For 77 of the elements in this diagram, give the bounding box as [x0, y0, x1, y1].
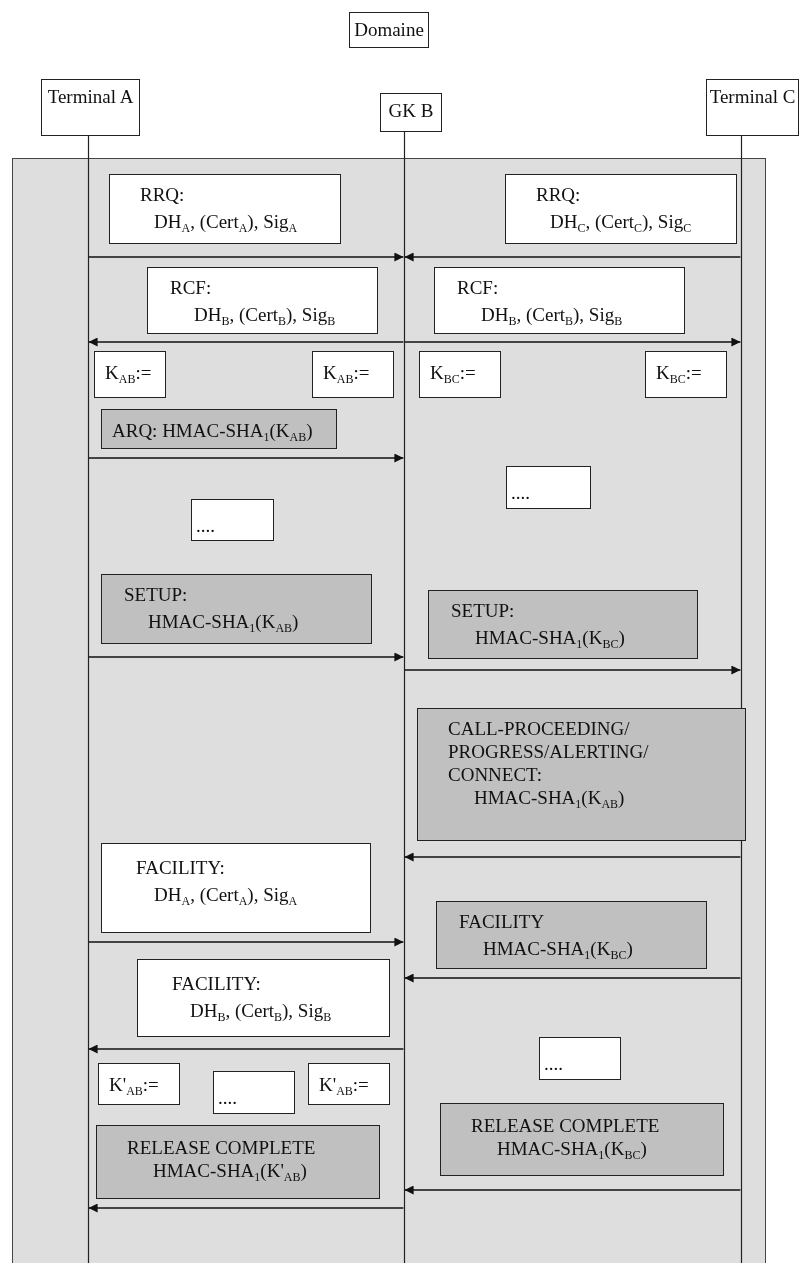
message-label: SETUP: — [123, 583, 189, 606]
message-box — [101, 843, 371, 933]
message-label: FACILITY — [458, 910, 546, 933]
key-box — [308, 1063, 390, 1105]
message-arrow — [87, 652, 405, 662]
message-parameters: DH$_{A}$, (Cert$_{A}$), Sig$_{A}$ — [153, 883, 299, 906]
ellipsis-box — [191, 499, 274, 541]
message-box — [147, 267, 378, 334]
message-label: SETUP: — [450, 599, 516, 622]
message-label: RELEASE COMPLETE — [126, 1136, 317, 1159]
message-arrow — [87, 1203, 405, 1213]
ellipsis-box — [539, 1037, 621, 1080]
message-box — [505, 174, 737, 244]
participant-box — [349, 12, 429, 48]
message-parameters: HMAC-SHA$_{1}$(K$_{AB}$) — [147, 610, 300, 633]
message-arrow — [87, 453, 405, 463]
message-parameters: DH$_{B}$, (Cert$_{B}$), Sig$_{B}$ — [189, 999, 333, 1022]
ellipsis-box — [213, 1071, 295, 1114]
message-parameters: HMAC-SHA$_{1}$(K$_{BC}$) — [474, 626, 626, 649]
message-parameters: HMAC-SHA$_{1}$(K$_{AB}$) — [473, 786, 626, 809]
message-box — [440, 1103, 724, 1176]
message-arrow — [403, 665, 742, 675]
message-arrow — [403, 337, 742, 347]
message-label: K$_{AB}$:= — [104, 361, 153, 384]
message-box — [436, 901, 707, 969]
key-box — [419, 351, 501, 398]
message-parameters: HMAC-SHA$_{1}$(K'$_{AB}$) — [152, 1159, 308, 1182]
participant-label: Terminal A — [46, 85, 135, 108]
key-box — [94, 351, 166, 398]
message-parameters: DH$_{B}$, (Cert$_{B}$), Sig$_{B}$ — [193, 303, 337, 326]
message-arrow — [403, 852, 742, 862]
message-label: .... — [543, 1052, 564, 1075]
message-label: K'$_{AB}$:= — [108, 1073, 160, 1096]
message-label: RRQ: — [535, 183, 582, 206]
message-arrow — [87, 937, 405, 947]
message-parameters: DH$_{B}$, (Cert$_{B}$), Sig$_{B}$ — [480, 303, 624, 326]
message-label: K$_{BC}$:= — [655, 361, 703, 384]
message-label: RCF: — [169, 276, 213, 299]
message-parameters: HMAC-SHA$_{1}$(K$_{BC}$) — [496, 1137, 648, 1160]
message-label: CALL-PROCEEDING/ PROGRESS/ALERTING/ CONNECT: — [447, 717, 650, 786]
participant-label: Terminal C — [708, 85, 797, 108]
message-box — [428, 590, 698, 659]
message-label: K'$_{AB}$:= — [318, 1073, 370, 1096]
message-box — [137, 959, 390, 1037]
message-label: FACILITY: — [135, 856, 226, 879]
message-box — [101, 574, 372, 644]
domain-panel — [12, 158, 766, 1263]
key-box — [312, 351, 394, 398]
message-box — [417, 708, 746, 841]
message-label: RCF: — [456, 276, 500, 299]
message-label: ARQ: HMAC-SHA$_{1}$(K$_{AB}$) — [111, 419, 314, 442]
message-parameters: DH$_{A}$, (Cert$_{A}$), Sig$_{A}$ — [153, 210, 299, 233]
message-box — [434, 267, 685, 334]
message-box — [96, 1125, 380, 1199]
message-label: RRQ: — [139, 183, 186, 206]
message-parameters: HMAC-SHA$_{1}$(K$_{BC}$) — [482, 937, 634, 960]
message-label: .... — [195, 514, 216, 537]
message-arrow — [87, 252, 405, 262]
key-box — [645, 351, 727, 398]
message-label: .... — [217, 1086, 238, 1109]
message-label: .... — [510, 481, 531, 504]
message-label: FACILITY: — [171, 972, 262, 995]
message-arrow — [403, 1185, 742, 1195]
key-box — [98, 1063, 180, 1105]
participant-label: Domaine — [353, 18, 425, 41]
message-arrow — [403, 252, 742, 262]
message-label: K$_{AB}$:= — [322, 361, 371, 384]
message-arrow — [403, 973, 742, 983]
ellipsis-box — [506, 466, 591, 509]
message-parameters: DH$_{C}$, (Cert$_{C}$), Sig$_{C}$ — [549, 210, 693, 233]
message-box — [109, 174, 341, 244]
key-box — [101, 409, 337, 449]
message-label: K$_{BC}$:= — [429, 361, 477, 384]
message-arrow — [87, 1044, 405, 1054]
participant-label: GK B — [387, 99, 435, 122]
message-arrow — [87, 337, 405, 347]
message-label: RELEASE COMPLETE — [470, 1114, 661, 1137]
